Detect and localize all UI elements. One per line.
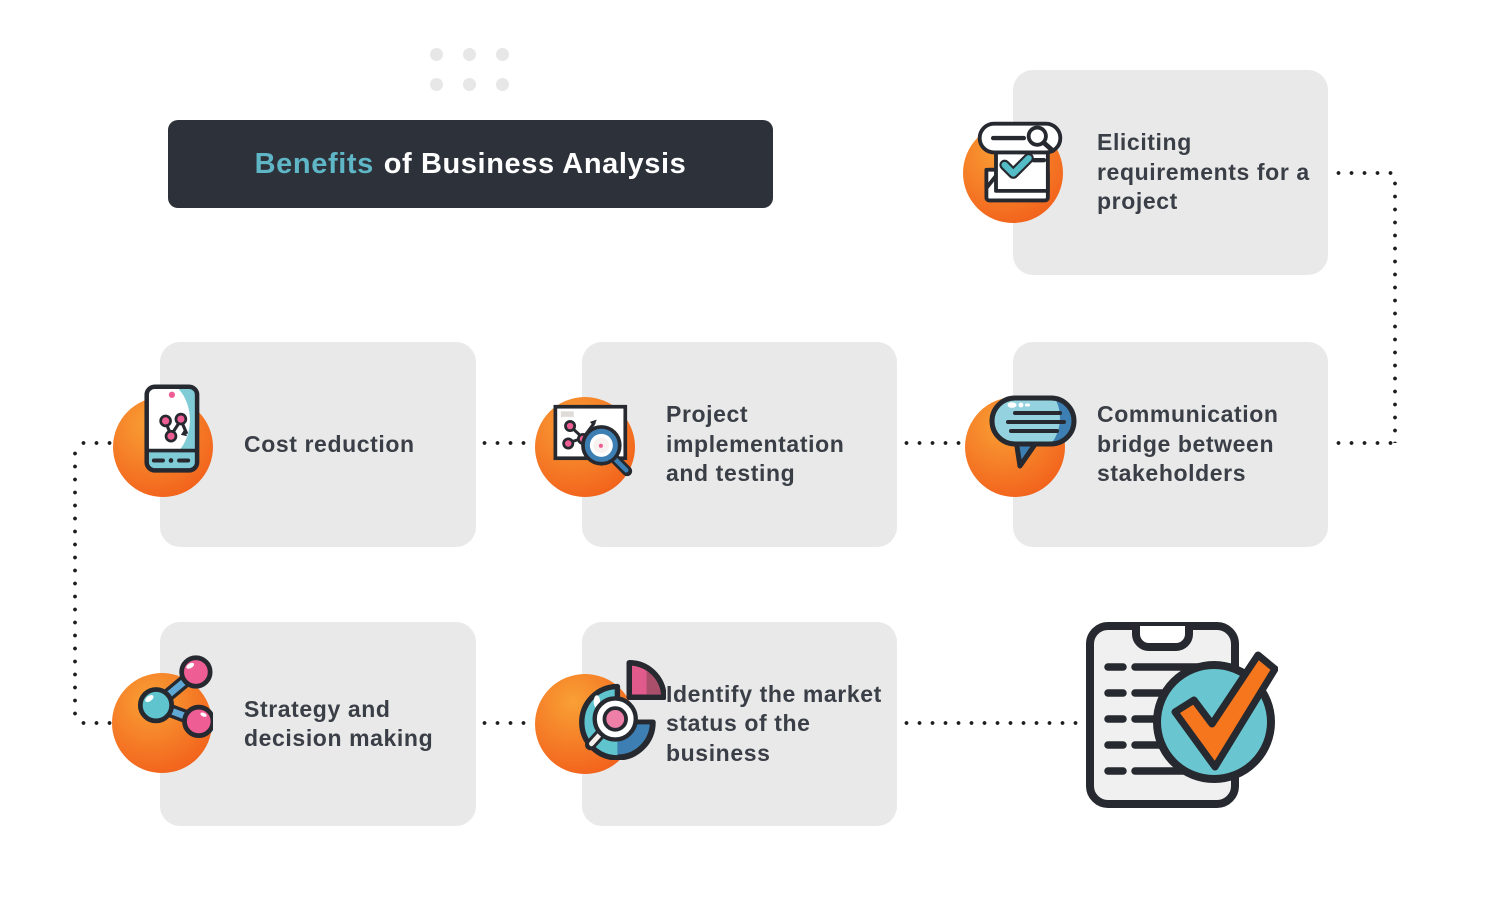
connector-identify-to-clipboard xyxy=(900,721,1086,725)
decoration-dot xyxy=(496,78,509,91)
connector-left-rail xyxy=(73,447,77,721)
decoration-dot xyxy=(430,78,443,91)
decorative-dot-grid xyxy=(430,48,509,91)
connector-strategy-to-identify xyxy=(478,721,534,725)
decoration-dot xyxy=(430,48,443,61)
decoration-dot xyxy=(463,48,476,61)
title-rest: of Business Analysis xyxy=(383,147,687,180)
connector-right-rail xyxy=(1393,177,1397,443)
title-highlight: Benefits xyxy=(254,147,374,180)
connector-rail-to-communication xyxy=(1332,441,1394,445)
card-eliciting-requirements: Eliciting requirements for a project xyxy=(1013,70,1328,275)
phone-analytics-icon xyxy=(144,384,200,473)
card-strategy-decision: Strategy and decision making xyxy=(160,622,476,826)
connector-rail-to-strategy xyxy=(77,721,113,725)
card-label: Eliciting requirements for a project xyxy=(1097,129,1310,215)
card-communication-bridge: Communication bridge between stakeholder… xyxy=(1013,342,1328,547)
chat-bubbles-icon xyxy=(989,395,1077,469)
clipboard-checkmark-illustration xyxy=(1086,622,1278,808)
connector-cost-to-project xyxy=(478,441,534,445)
card-label: Cost reduction xyxy=(244,430,415,457)
pie-chart-magnifier-icon xyxy=(579,660,666,760)
title-banner: Benefits of Business Analysis xyxy=(168,120,773,208)
connector-rail-to-cost xyxy=(77,441,113,445)
document-search-check-icon xyxy=(977,121,1063,203)
connector-eliciting-to-rail xyxy=(1332,171,1394,175)
decoration-dot xyxy=(463,78,476,91)
chart-magnifier-icon xyxy=(553,404,633,477)
molecule-icon xyxy=(137,655,213,738)
card-label: Communication bridge between stakeholder… xyxy=(1097,401,1279,487)
card-label: Strategy and decision making xyxy=(244,695,434,751)
card-label: Project implementation and testing xyxy=(666,401,845,487)
connector-project-to-communication xyxy=(900,441,962,445)
card-label: Identify the market status of the busine… xyxy=(666,680,882,766)
card-project-implementation: Project implementation and testing xyxy=(582,342,897,547)
decoration-dot xyxy=(496,48,509,61)
